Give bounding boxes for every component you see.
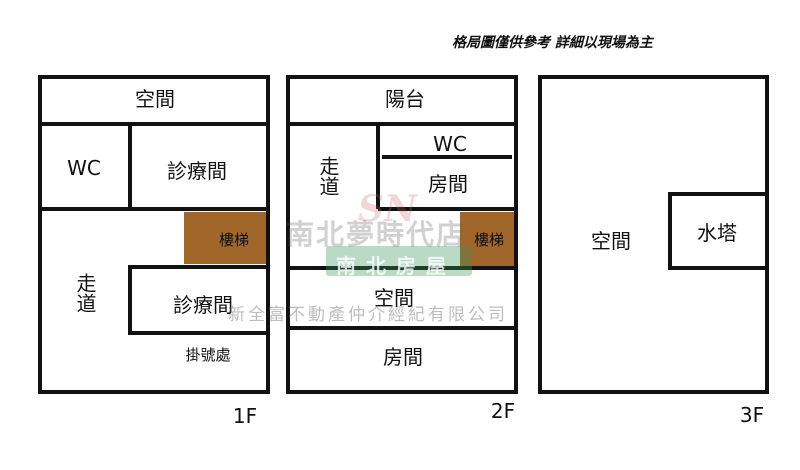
floor-plan-1f bbox=[38, 75, 270, 394]
room-1f-stairs: 樓梯 bbox=[219, 231, 249, 249]
labels-2f: 陽台 WC 走道 房間 樓梯 空間 房間 2F bbox=[316, 87, 515, 423]
room-2f-space: 空間 bbox=[374, 286, 414, 310]
floor-label-3f: 3F bbox=[740, 403, 764, 427]
room-2f-corridor: 走道 bbox=[316, 156, 340, 196]
stairs-2f-fill bbox=[460, 212, 514, 266]
room-3f-water-tower: 水塔 bbox=[697, 221, 737, 245]
room-1f-space: 空間 bbox=[135, 87, 175, 111]
floor-3f-outline bbox=[538, 75, 769, 394]
labels-3f: 空間 水塔 3F bbox=[591, 221, 764, 427]
wall-3f-water-tower bbox=[668, 192, 767, 270]
floor-plan-2f bbox=[286, 75, 518, 394]
room-2f-wc: WC bbox=[433, 132, 467, 156]
room-2f-balcony: 陽台 bbox=[385, 87, 425, 111]
room-1f-clinic-bottom: 診療間 bbox=[173, 293, 233, 317]
floor-2f-outline bbox=[286, 75, 518, 394]
wall-1f-clinic-bottom bbox=[128, 265, 268, 335]
labels-1f: 空間 WC 診療間 樓梯 走道 診療間 掛號處 1F bbox=[67, 87, 257, 428]
room-1f-registration: 掛號處 bbox=[185, 346, 230, 364]
floor-1f-outline bbox=[38, 75, 270, 394]
floor-plan-3f bbox=[538, 75, 769, 394]
floor-label-2f: 2F bbox=[491, 399, 515, 423]
room-2f-room-bottom: 房間 bbox=[383, 345, 423, 369]
disclaimer-note: 格局圖僅供參考 詳細以現場為主 bbox=[452, 35, 653, 51]
room-1f-clinic-top: 診療間 bbox=[167, 159, 227, 183]
room-1f-corridor: 走道 bbox=[73, 273, 97, 313]
room-2f-stairs: 樓梯 bbox=[474, 231, 504, 249]
floor-label-1f: 1F bbox=[233, 404, 257, 428]
room-2f-room-top: 房間 bbox=[428, 172, 468, 196]
room-1f-wc: WC bbox=[67, 156, 101, 180]
stairs-1f-fill bbox=[184, 212, 266, 264]
room-3f-space: 空間 bbox=[591, 229, 631, 253]
